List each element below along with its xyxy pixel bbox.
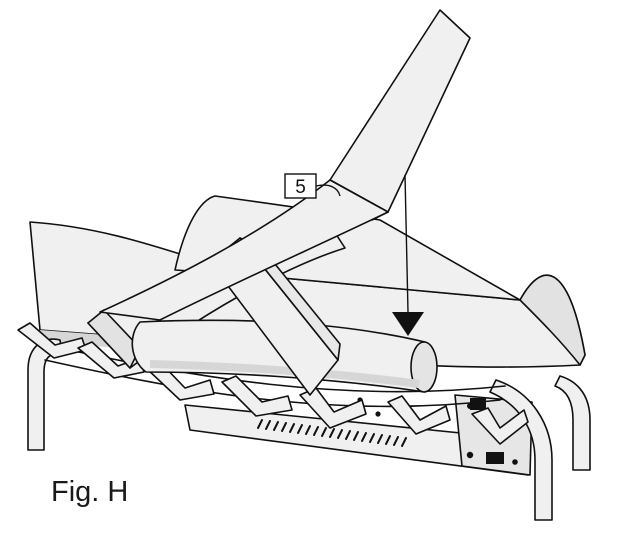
grate-leg-right xyxy=(489,379,553,521)
log-round-rear-end xyxy=(410,341,438,393)
grate-tine-6 xyxy=(387,395,451,435)
callout-5: 5 xyxy=(284,173,424,336)
log-top-diagonal xyxy=(329,9,471,213)
callout-number: 5 xyxy=(295,177,306,198)
grate-tine-7 xyxy=(471,407,529,445)
callout-box xyxy=(284,173,317,199)
figure-caption: Fig. H xyxy=(51,476,129,508)
grate-rail-rear xyxy=(59,347,506,393)
ember-bed-right-end xyxy=(519,274,586,366)
grate-tine-4 xyxy=(221,375,293,417)
grate-tine-1 xyxy=(17,322,87,359)
grate-leg-right-rear xyxy=(554,375,591,471)
log-top-diagonal-crossbar xyxy=(99,179,389,321)
log-round-rear-shadow xyxy=(150,360,420,388)
burner-vent-grille xyxy=(257,419,407,447)
placement-arrow-head xyxy=(392,312,424,336)
placement-arrow-shaft xyxy=(404,174,409,313)
callout-leader-line xyxy=(315,184,341,197)
